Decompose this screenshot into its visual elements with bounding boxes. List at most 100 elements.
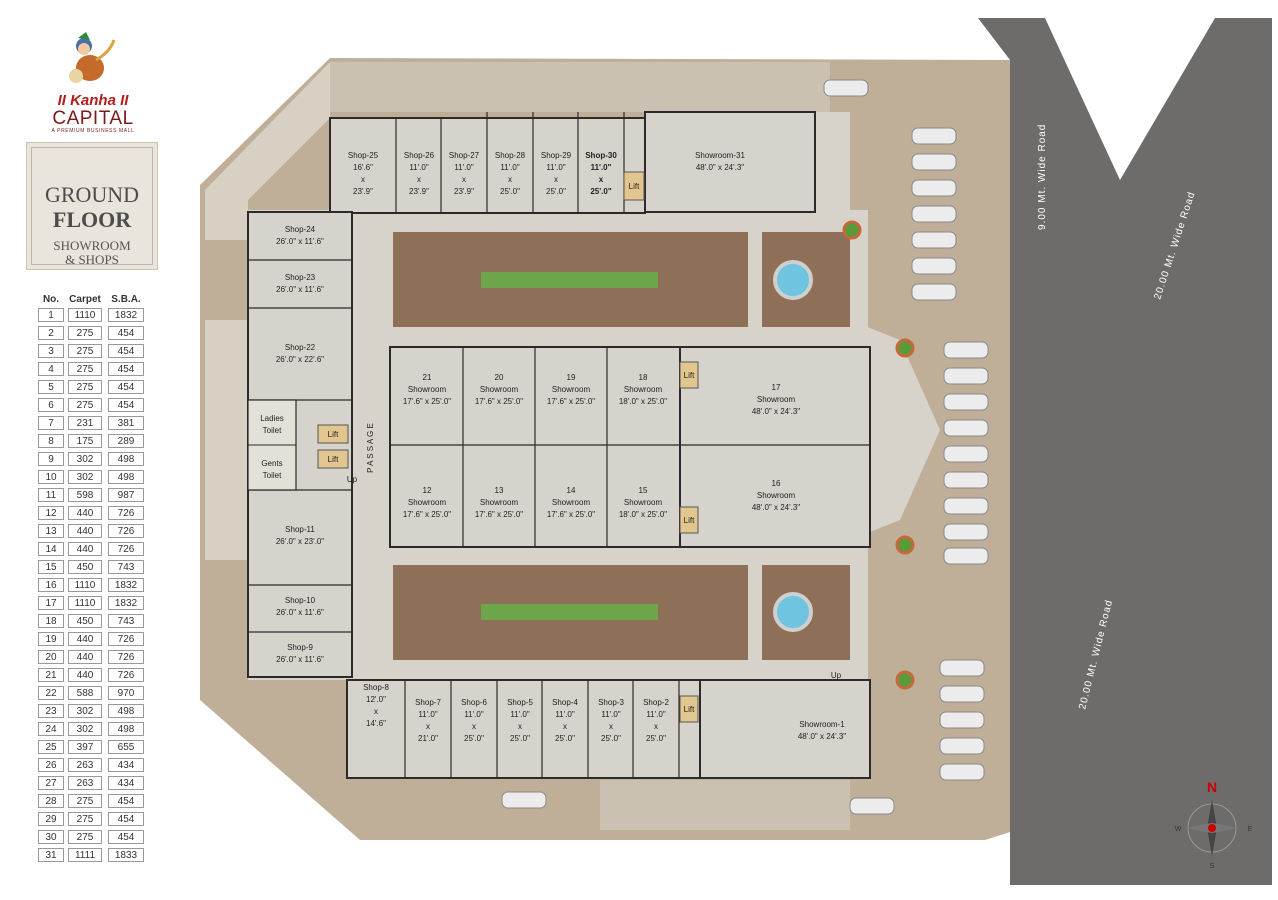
unit-label-shop3: x (609, 722, 613, 731)
unit-label-sr14: Showroom (552, 498, 591, 507)
table-cell: 275 (68, 398, 102, 412)
table-cell: 302 (68, 452, 102, 466)
table-cell: 275 (68, 812, 102, 826)
lift-east-1-icon (679, 361, 699, 389)
table-cell: 381 (108, 416, 144, 430)
table-cell: 12 (38, 506, 64, 520)
table-cell: 726 (108, 524, 144, 538)
table-cell: 11 (38, 488, 64, 502)
showroom-block-east (679, 346, 871, 548)
table-cell: 19 (38, 632, 64, 646)
unit-label-shop28: x (508, 175, 512, 184)
lift-label: Lift (684, 705, 695, 714)
unit-label-sr17: Showroom (757, 395, 796, 404)
unit-label-shop25: Shop-25 (348, 151, 379, 160)
table-cell: 450 (68, 560, 102, 574)
unit-label-shop28: Shop-28 (495, 151, 526, 160)
unit-label-sr16: 16 (772, 479, 781, 488)
table-cell: 440 (68, 632, 102, 646)
unit-label-showroom1: 48'.0" x 24'.3" (798, 732, 846, 741)
hatched-area-s (600, 780, 850, 830)
table-cell: 970 (108, 686, 144, 700)
table-cell: 24 (38, 722, 64, 736)
table-cell: 4 (38, 362, 64, 376)
unit-label-shop8: Shop-8 (363, 683, 389, 692)
lawn-strip-south (481, 604, 658, 620)
table-cell: 8 (38, 434, 64, 448)
car-icon (911, 127, 957, 145)
title-line1: GROUND (44, 182, 140, 207)
table-cell: 2 (38, 326, 64, 340)
table-cell: 263 (68, 776, 102, 790)
car-icon (911, 179, 957, 197)
title-line4: & SHOPS (65, 252, 119, 267)
lift-east-2-icon (679, 506, 699, 534)
table-cell: 10 (38, 470, 64, 484)
table-cell: 1832 (108, 578, 144, 592)
table-cell: 454 (108, 398, 144, 412)
car-icon (823, 79, 869, 97)
unit-label-shop25: 16'.6" (353, 163, 373, 172)
lift-label: Lift (684, 371, 695, 380)
unit-label-shop27: Shop-27 (449, 151, 480, 160)
lift-label: Lift (328, 430, 339, 439)
unit-label-sr14: 17'.6" x 25'.0" (547, 510, 595, 519)
unit-label-sr19: 19 (567, 373, 576, 382)
car-icon (849, 797, 895, 815)
table-cell: 454 (108, 830, 144, 844)
unit-label-sr18: Showroom (624, 385, 663, 394)
unit-label-shop8: 12'.0" (366, 695, 386, 704)
unit-label-shop30: 25'.0" (590, 187, 611, 196)
car-icon (939, 711, 985, 729)
table-cell: 31 (38, 848, 64, 862)
tree-icon (895, 338, 915, 358)
table-cell: 289 (108, 434, 144, 448)
unit-label-shop8: x (374, 707, 378, 716)
unit-label-shop2: Shop-2 (643, 698, 669, 707)
unit-label-sr15: Showroom (624, 498, 663, 507)
title-line3: SHOWROOM (53, 238, 131, 253)
unit-label-shop24: 26'.0" x 11'.6" (276, 237, 324, 246)
tree-icon (842, 220, 862, 240)
table-cell: 726 (108, 668, 144, 682)
unit-label-sr17: 17 (772, 383, 781, 392)
unit-label-shop27: 11'.0" (454, 163, 474, 172)
table-cell: 440 (68, 524, 102, 538)
unit-label-shop2: 25'.0" (646, 734, 666, 743)
table-cell: 275 (68, 326, 102, 340)
table-cell: 598 (68, 488, 102, 502)
car-icon (911, 231, 957, 249)
lift-label: Lift (328, 455, 339, 464)
col-header-no: No. (42, 294, 60, 305)
table-cell: 454 (108, 380, 144, 394)
fountain-south-icon (773, 592, 813, 632)
table-cell: 3 (38, 344, 64, 358)
table-cell: 987 (108, 488, 144, 502)
unit-label-shop29: Shop-29 (541, 151, 572, 160)
unit-label-showroom31: 48'.0" x 24'.3" (696, 163, 744, 172)
unit-label-shop9: Shop-9 (287, 643, 313, 652)
table-cell: 498 (108, 470, 144, 484)
tree-icon (895, 535, 915, 555)
unit-label-sr21: Showroom (408, 385, 447, 394)
car-icon (911, 205, 957, 223)
logo-krishna-icon (66, 32, 120, 90)
unit-label-shop29: 25'.0" (546, 187, 566, 196)
table-cell: 1832 (108, 596, 144, 610)
table-cell: 454 (108, 794, 144, 808)
car-icon (939, 685, 985, 703)
unit-label-shop6: Shop-6 (461, 698, 487, 707)
table-cell: 588 (68, 686, 102, 700)
floor-title-box: GROUND FLOOR SHOWROOM & SHOPS (26, 142, 158, 270)
unit-label-shop24: Shop-24 (285, 225, 316, 234)
table-cell: 440 (68, 506, 102, 520)
unit-label-shop7: x (426, 722, 430, 731)
table-cell: 1111 (68, 848, 102, 862)
car-icon (501, 791, 547, 809)
table-cell: 16 (38, 578, 64, 592)
unit-label-sr20: 17'.6" x 25'.0" (475, 397, 523, 406)
table-cell: 454 (108, 344, 144, 358)
table-cell: 440 (68, 542, 102, 556)
unit-label-sr12: 17'.6" x 25'.0" (403, 510, 451, 519)
compass-east: E (1248, 826, 1253, 833)
